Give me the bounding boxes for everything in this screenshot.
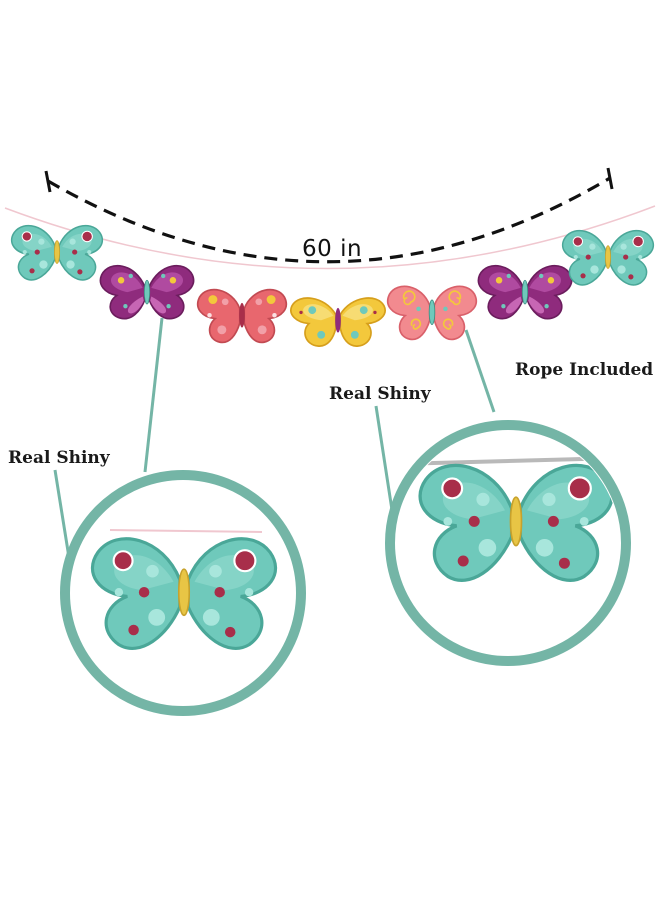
teal-butterfly-icon [10,224,104,281]
purple-butterfly-icon [99,264,195,320]
zoom-circle-right [385,420,631,666]
pink-swirl-butterfly-icon [386,285,478,341]
measurement-arc [44,167,614,264]
yellow-butterfly-icon [290,297,386,347]
purple-butterfly-icon [477,264,573,320]
zoom-circle-left [60,470,306,716]
real-shiny-label-left: Real Shiny [8,448,110,468]
real-shiny-label-right: Real Shiny [329,384,431,404]
coral-butterfly-icon [196,288,288,344]
teal-butterfly-icon [561,229,655,286]
length-label: 60 in [302,236,363,262]
rope-included-label: Rope Included [515,360,654,380]
